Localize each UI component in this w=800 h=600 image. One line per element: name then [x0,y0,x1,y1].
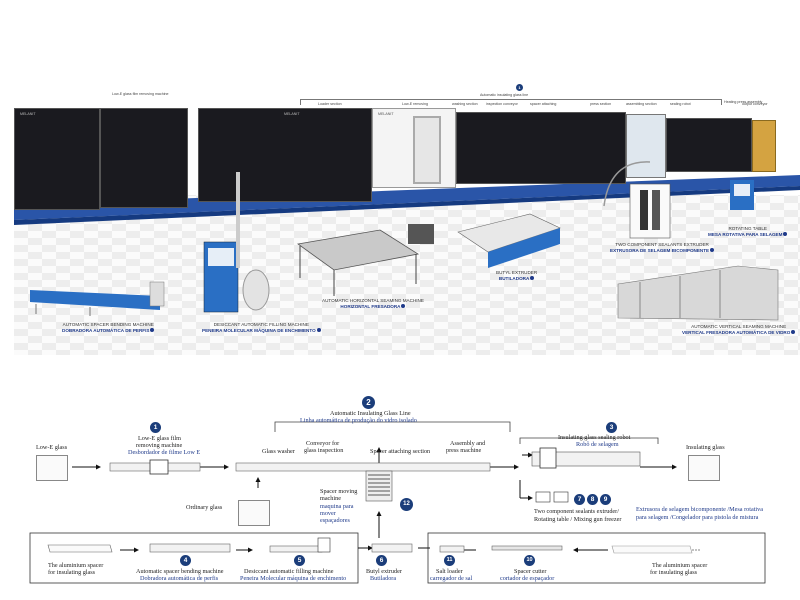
sealants-pt-2: para selagem /Congelador para pistola de… [636,514,759,521]
production-line-photo: MELANIT MELANIT MELANIT 1 Automatic insu… [14,84,800,355]
glass-washer-label: Glass washer [262,448,295,455]
flow-lines [29,421,766,584]
two-component-extruder [603,161,671,239]
lowe-glass-icon [36,455,68,481]
machine-caption-butyl: BUTYL EXTRUDER BUTILADORA [496,270,538,281]
assembly-label-1: Assembly and [450,440,486,447]
line-press-section [626,114,666,178]
line-title-en: Automatic Insulating Glass Line [330,410,411,417]
badge-12: 12 [400,498,413,511]
salt-en: Salt loader [436,568,463,575]
lowe-glass-label: Low-E glass [36,444,68,451]
panel-brand-3: MELANIT [378,112,394,116]
desiccant-pt: Peneira Molecular máquina de enchimento [240,575,347,582]
bending-pt: Dobradora automática de perfis [140,575,219,582]
robot-en: Insulating glass sealing robot [558,434,631,441]
insulating-glass-icon [688,455,720,481]
conveyor-label-2: glass inspection [304,447,344,454]
spacer-moving-pt-3: espaçadores [320,517,350,524]
panel-brand-1: MELANIT [20,112,36,116]
station-label: Low-E removing [402,102,428,106]
right-callout: Heating press assembly [724,100,763,104]
desiccant-filling-machine [203,172,270,313]
film-en-2: removing machine [136,442,183,449]
spacer-bending-machine [30,281,165,316]
top-callout: Automatic insulating glass line [480,93,529,97]
machine-caption-bending: AUTOMATIC SPACER BENDING MACHINE DOBRADO… [62,322,155,333]
line-panel-2 [100,108,188,208]
spacer-attach-label: Spacer attaching section [370,448,431,455]
station-label: assembling section [626,102,657,106]
line-panel-1 [14,108,100,210]
badge-4: 4 [180,555,191,566]
badge-1: 1 [150,422,161,433]
left-callout: Low-E glass film removing machine [112,92,169,96]
station-label: spacer attaching [530,102,557,106]
aluminium-left-2: for insulating glass [48,569,96,576]
line-door-frame [413,116,441,184]
spacer-moving-pt-2: mover [320,510,336,517]
machine-illustrations [30,161,779,321]
process-flow-diagram: 2 Automatic Insulating Glass Line Linha … [0,360,800,600]
ordinary-glass-icon [238,500,270,526]
line-output-frame [752,120,776,172]
line-title-pt: Linha automática de produção do vidro is… [300,417,417,424]
callout-bracket [300,99,722,105]
butyl-extruder-machine [457,213,561,268]
badge-9: 9 [600,494,611,505]
spacer-moving-en-1: Spacer moving [320,488,358,495]
line-panel-4 [456,112,626,184]
station-label: inspection conveyor [486,102,518,106]
film-en-1: Low-E glass film [138,435,181,442]
line-panel-5 [666,118,752,172]
aluminium-left-1: The aluminium spacer [48,562,104,569]
spacer-moving-pt-1: maquina para [320,503,354,510]
panel-brand-2: MELANIT [284,112,300,116]
vertical-seaming-machine [617,265,779,321]
film-pt: Desbordador de filme Low E [128,449,201,456]
badge-7: 7 [574,494,585,505]
aluminium-right-2: for insulating glass [650,569,698,576]
station-label: press section [590,102,612,106]
machine-caption-extruder: TWO COMPONENT SEALANTS EXTRUDER EXTRUSOR… [610,242,715,253]
desiccant-en: Desiccant automatic filling machine [244,568,334,575]
station-label: washing section [452,102,478,106]
butyl-en: Butyl extruder [366,568,402,575]
rotating-table-machine [730,180,754,210]
cutter-pt: cortador de espaçador [500,575,555,582]
machine-caption-desiccant: DESICCANT AUTOMATIC FILLING MACHINE PENE… [202,322,321,333]
machine-caption-rotating: ROTATING TABLE MESA ROTATIVA PARA SELAGE… [708,226,788,237]
station-label: Loader section [318,102,342,106]
badge-5: 5 [294,555,305,566]
sealants-en-2: Rotating table / Mixing gun freezer [534,516,622,523]
horizontal-seaming-machine [296,224,434,296]
sealants-pt-1: Extrusora de selagem bicomponente /Mesa … [636,506,763,513]
salt-pt: carregador de sal [430,575,473,582]
assembly-label-2: press machine [446,447,482,454]
badge-6: 6 [376,555,387,566]
callout-num: 1 [516,84,523,91]
spacer-moving-en-2: machine [320,495,341,502]
cutter-en: Spacer cutter [514,568,547,575]
ordinary-glass-label: Ordinary glass [186,504,223,511]
machine-caption-vertical: AUTOMATIC VERTICAL SEAMING MACHINE VERTI… [682,324,796,335]
conveyor-label-1: Conveyor for [306,440,340,447]
butyl-pt: Butiladora [370,575,397,582]
station-label: sealing robot [670,102,691,106]
badge-10: 10 [524,555,535,566]
badge-11: 11 [444,555,455,566]
machine-caption-horizontal: AUTOMATIC HORIZONTAL SEAMING MACHINE HOR… [322,298,424,309]
badge-3: 3 [606,422,617,433]
badge-8: 8 [587,494,598,505]
insulating-glass-label: Insulating glass [686,444,725,451]
station-label: output conveyor [742,102,768,106]
sealants-en-1: Two component sealants extruder/ [534,508,619,515]
badge-2: 2 [362,396,375,409]
robot-pt: Robô de selagem [576,441,619,448]
line-panel-3 [198,108,372,202]
aluminium-right-1: The aluminium spacer [652,562,708,569]
bending-en: Automatic spacer bending machine [136,568,224,575]
